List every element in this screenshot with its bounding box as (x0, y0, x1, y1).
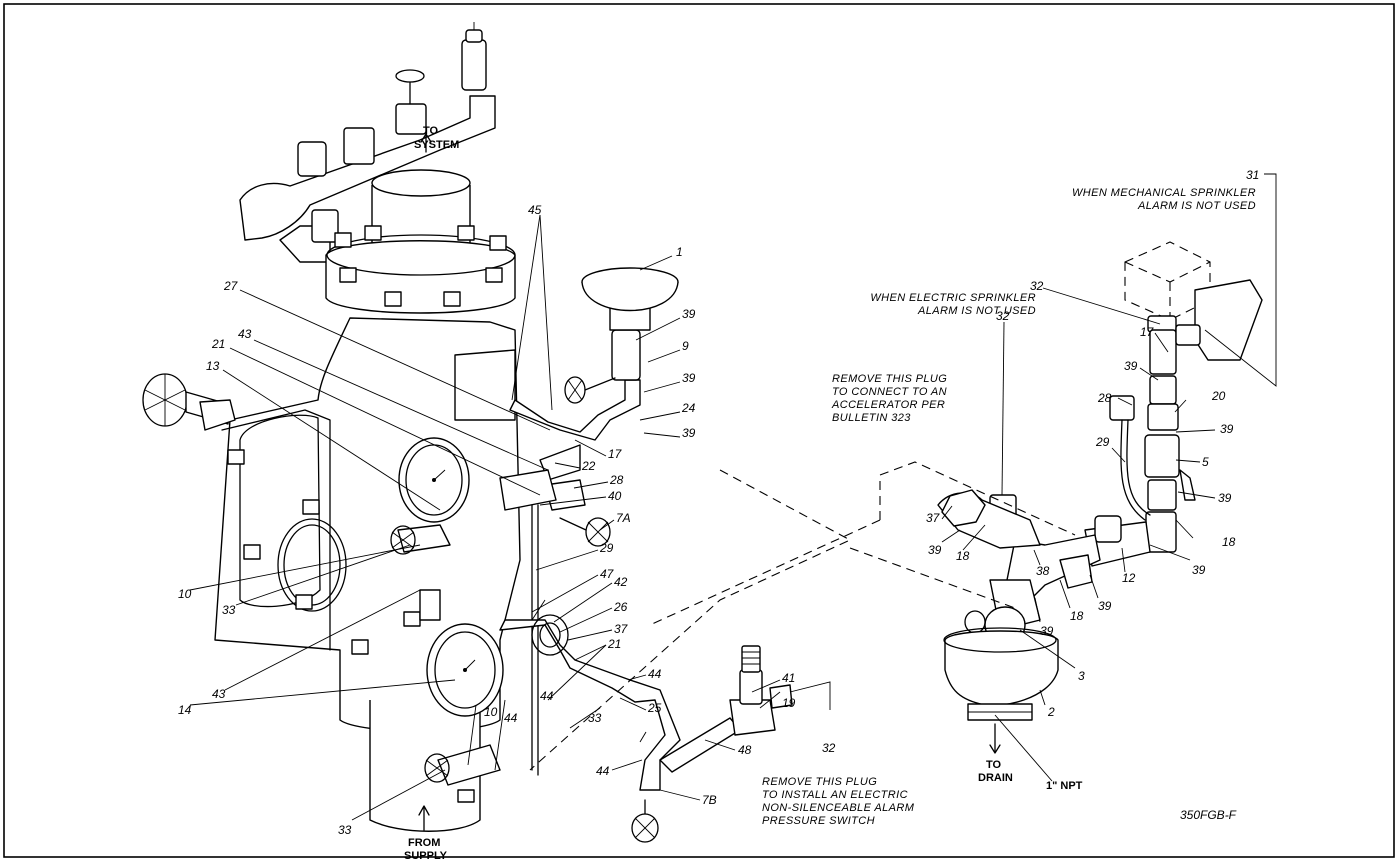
callout: 39 (682, 426, 696, 440)
callout: 38 (1036, 564, 1050, 578)
callout: 19 (782, 696, 796, 710)
callout: 43 (238, 327, 252, 341)
callout: 10 (484, 705, 498, 719)
callout: 29 (1095, 435, 1110, 449)
alarm-trim-assembly (937, 241, 1263, 754)
callout: 39 (1218, 491, 1232, 505)
callout: 47 (600, 567, 615, 581)
callout: 17 (608, 447, 623, 461)
callout: 29 (599, 541, 614, 555)
callout: 18 (1070, 609, 1084, 623)
callout: 39 (1098, 599, 1112, 613)
callout: 40 (608, 489, 622, 503)
note-32-line-2: ALARM IS NOT USED (917, 305, 1036, 317)
to-drain-label-2: DRAIN (978, 772, 1013, 784)
callout: 39 (682, 371, 696, 385)
callout: 44 (648, 667, 662, 681)
callout: 39 (1040, 624, 1054, 638)
callout: 39 (1220, 422, 1234, 436)
callout: 25 (647, 701, 662, 715)
lower-trim-piping (499, 614, 793, 843)
callout: 14 (178, 703, 192, 717)
callout: 3 (1078, 669, 1085, 683)
note-32-line-1: WHEN ELECTRIC SPRINKLER (870, 292, 1036, 304)
note-31-line-1: WHEN MECHANICAL SPRINKLER (1072, 187, 1256, 199)
note-31-line-2: ALARM IS NOT USED (1137, 200, 1256, 212)
callout: 48 (738, 743, 752, 757)
callout: 32 (822, 741, 836, 755)
to-system-label-2: SYSTEM (414, 139, 459, 151)
callout: 10 (178, 587, 192, 601)
callout: 33 (588, 711, 602, 725)
pressure-switch-note-3: NON-SILENCEABLE ALARM (762, 802, 915, 814)
callout: 21 (607, 637, 621, 651)
callout: 26 (613, 600, 628, 614)
supply-arrowhead (418, 805, 430, 816)
callout: 39 (928, 543, 942, 557)
npt-label: 1" NPT (1046, 780, 1083, 792)
callout: 20 (1211, 389, 1226, 403)
callout: 18 (1222, 535, 1236, 549)
callout: 18 (956, 549, 970, 563)
callout: 41 (782, 671, 795, 685)
from-supply-label-2: SUPPLY (404, 850, 448, 861)
callout: 33 (222, 603, 236, 617)
main-control-handwheel (142, 373, 236, 431)
callout: 32 (1030, 279, 1044, 293)
callout: 37 (614, 622, 629, 636)
drawing-id: 350FGB-F (1180, 808, 1237, 822)
dashed-piping-connections (529, 461, 1076, 771)
to-drain-label-1: TO (986, 759, 1002, 771)
drawing-border (3, 3, 1395, 858)
callout: 1 (676, 245, 683, 259)
callout: 32 (996, 309, 1010, 323)
callout: 5 (1202, 455, 1209, 469)
callout: 33 (338, 823, 352, 837)
callout: 9 (682, 339, 689, 353)
callout: 39 (682, 307, 696, 321)
callout: 13 (206, 359, 220, 373)
callout: 44 (540, 689, 554, 703)
callout: 39 (1124, 359, 1138, 373)
callout-leaders (189, 173, 1277, 821)
dry-pipe-valve-body (214, 169, 521, 832)
callout: 44 (504, 711, 518, 725)
water-pressure-gauge (424, 623, 504, 803)
pressure-switch-note-1: REMOVE THIS PLUG (762, 776, 877, 788)
accelerator-note-3: ACCELERATOR PER (831, 399, 945, 411)
callout: 31 (1246, 168, 1259, 182)
pressure-switch-note-2: TO INSTALL AN ELECTRIC (762, 789, 908, 801)
accelerator-note-1: REMOVE THIS PLUG (832, 373, 947, 385)
callout: 45 (528, 203, 542, 217)
accelerator-note-4: BULLETIN 323 (832, 412, 911, 424)
callout: 21 (211, 337, 225, 351)
callout: 2 (1047, 705, 1055, 719)
callout: 22 (581, 459, 596, 473)
callout: 28 (609, 473, 624, 487)
pressure-switch-note-4: PRESSURE SWITCH (762, 815, 875, 827)
callout: 39 (1192, 563, 1206, 577)
callout: 7A (616, 511, 631, 525)
air-pressure-gauge (390, 437, 470, 555)
callout: 24 (681, 401, 696, 415)
callout: 42 (614, 575, 628, 589)
callout-numbers: 1 45 27 43 21 13 39 9 39 24 39 17 22 28 … (178, 168, 1259, 837)
system-riser-trim (239, 22, 496, 263)
callout: 12 (1122, 571, 1136, 585)
callout: 7B (702, 793, 717, 807)
callout: 27 (223, 279, 239, 293)
callout: 28 (1097, 391, 1112, 405)
from-supply-label-1: FROM (408, 837, 440, 849)
callout: 43 (212, 687, 226, 701)
callout: 37 (926, 511, 941, 525)
upper-trim-piping (499, 267, 679, 776)
to-system-label-1: TO (423, 125, 439, 137)
callout: 44 (596, 764, 610, 778)
callout: 17 (1140, 325, 1155, 339)
accelerator-note-2: TO CONNECT TO AN (832, 386, 947, 398)
